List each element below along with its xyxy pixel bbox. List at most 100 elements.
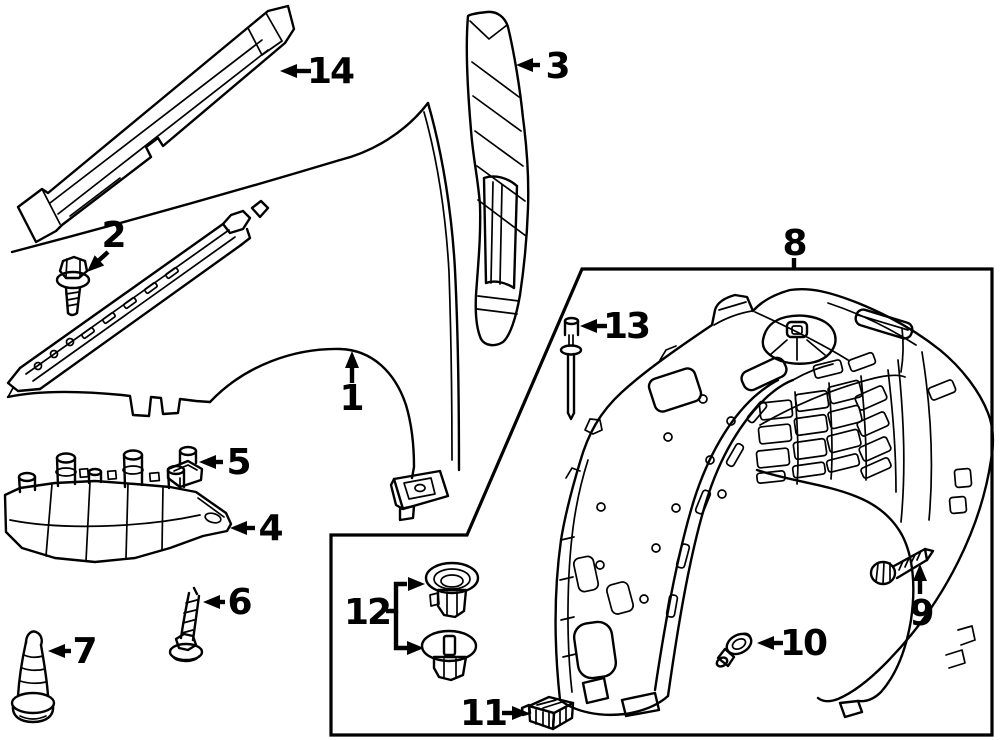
callout-3[interactable]: 3 — [516, 46, 571, 87]
callout-6-label[interactable]: 6 — [227, 582, 253, 623]
rail-hole — [65, 337, 75, 347]
bolt-tip — [66, 311, 79, 317]
fender-bracket-side — [389, 477, 405, 511]
rib-slot — [827, 404, 863, 430]
clip10-flange-inner — [731, 637, 747, 651]
rib-slot — [827, 379, 863, 405]
bracket-boss-top — [17, 471, 37, 483]
screw6-thread — [182, 619, 195, 624]
screw7-rib — [19, 680, 47, 685]
callout-13[interactable]: 13 — [580, 306, 651, 347]
screw9-thread — [904, 557, 910, 568]
callout-12-label[interactable]: 12 — [344, 592, 392, 633]
fender-part-1[interactable] — [6, 101, 461, 522]
trim-inner-line — [499, 184, 503, 285]
clip-part-11[interactable] — [520, 695, 575, 731]
callout-11-label[interactable]: 11 — [460, 693, 508, 734]
clip11-side-face — [551, 701, 575, 731]
rib-slot — [758, 399, 794, 421]
cowl-trim-part-3[interactable] — [465, 10, 530, 347]
trim-bottom-band — [477, 295, 520, 302]
bolt-part-2[interactable] — [55, 255, 91, 317]
face-hole — [572, 620, 618, 680]
clip10-flange — [725, 632, 753, 656]
callout-10-label[interactable]: 10 — [780, 623, 829, 664]
liner-top-slot-line — [857, 314, 909, 331]
callout-1-label[interactable]: 1 — [339, 378, 364, 419]
bracket-part-4[interactable] — [3, 449, 233, 564]
wall-slot — [927, 379, 957, 401]
molding-part-14[interactable] — [16, 4, 296, 244]
callout-2[interactable]: 2 — [82, 215, 127, 278]
screw6-flange-rim — [172, 655, 200, 663]
fender-liner-part-8[interactable] — [554, 287, 995, 719]
rib-slot — [755, 447, 791, 469]
callout-4-label[interactable]: 4 — [258, 508, 284, 549]
clip-part-10[interactable] — [715, 630, 754, 668]
callout-7-label[interactable]: 7 — [72, 631, 97, 672]
callout-8[interactable]: 8 — [782, 223, 808, 268]
screw7-washer — [11, 704, 55, 724]
rail-hole — [49, 349, 59, 359]
arrowhead-icon — [230, 521, 247, 535]
clip10-stem-end — [715, 656, 729, 668]
callout-3-label[interactable]: 3 — [545, 46, 570, 87]
callout-2-label[interactable]: 2 — [101, 215, 126, 256]
rib-slot — [826, 428, 862, 454]
callout-14[interactable]: 14 — [280, 51, 356, 92]
molding-crease — [57, 49, 269, 215]
fender-bottom-edge — [6, 390, 212, 418]
liner-edge-bump — [565, 467, 581, 479]
fender-rail-end — [239, 227, 252, 247]
callout-5[interactable]: 5 — [199, 442, 252, 483]
screw6-shaft — [191, 594, 201, 642]
screw-part-7[interactable] — [10, 630, 56, 724]
callout-7[interactable]: 7 — [48, 631, 98, 672]
callout-11[interactable]: 11 — [460, 693, 529, 734]
callout-12[interactable]: 12 — [344, 577, 425, 655]
callout-14-label[interactable]: 14 — [307, 51, 356, 92]
callout-1[interactable]: 1 — [339, 351, 365, 419]
clip11-hatch — [536, 699, 557, 706]
callout-10[interactable]: 10 — [757, 623, 829, 664]
liner-rib-grid — [755, 351, 892, 484]
callout-5-label[interactable]: 5 — [226, 442, 251, 483]
face-hole — [572, 555, 600, 593]
clip10-stem — [716, 647, 736, 668]
fender-wheel-arch — [208, 347, 416, 480]
liner-rim-inner — [666, 378, 795, 698]
liner-wall-line — [897, 359, 905, 523]
liner-edge-bump — [659, 345, 677, 361]
arrowhead-icon — [199, 455, 216, 469]
liner-flange-tick — [562, 653, 577, 658]
rib-slot — [791, 461, 827, 479]
grommet-bottom-flange — [420, 629, 478, 663]
bracket-boss-ring — [122, 465, 144, 475]
screw6-flange — [168, 642, 204, 662]
grommet-bottom-slot — [442, 634, 457, 657]
liner-band-slot — [665, 594, 679, 618]
screw9-thread — [910, 554, 916, 564]
pin-part-13[interactable] — [559, 316, 583, 421]
callout-6[interactable]: 6 — [203, 582, 253, 623]
callout-8-label[interactable]: 8 — [782, 223, 807, 264]
callout-13-label[interactable]: 13 — [603, 306, 651, 347]
bolt-hex-head — [58, 255, 89, 280]
face-dot — [726, 416, 736, 426]
callout-9-label[interactable]: 9 — [909, 593, 934, 634]
callout-9[interactable]: 9 — [909, 564, 935, 634]
fender-hood-edge — [10, 101, 430, 254]
screw6-tip — [192, 586, 199, 596]
trim-inner-line — [490, 181, 494, 284]
face-hole — [605, 581, 635, 615]
fender-bracket-hole — [414, 483, 426, 493]
fender-rail-tip — [6, 366, 42, 393]
rib-slot — [756, 470, 786, 484]
screw9-shaft — [895, 558, 929, 580]
face-dot — [717, 489, 727, 499]
screw-part-9[interactable] — [869, 547, 935, 586]
grommets-part-12[interactable] — [420, 561, 480, 682]
screw-part-6[interactable] — [168, 586, 204, 663]
callout-4[interactable]: 4 — [230, 508, 284, 549]
